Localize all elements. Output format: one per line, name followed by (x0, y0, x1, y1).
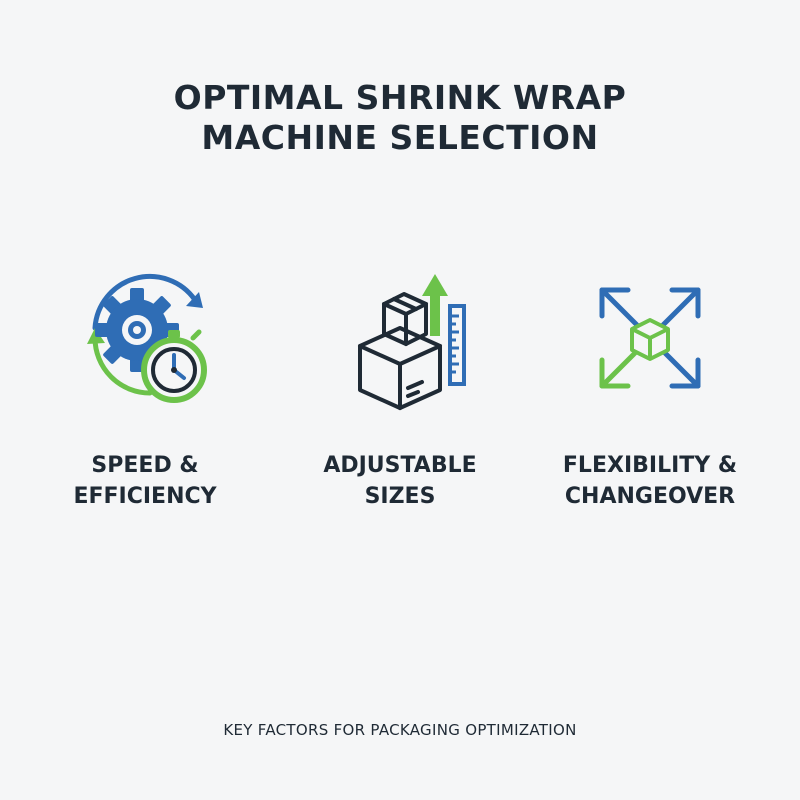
title-line-2: MACHINE SELECTION (201, 118, 599, 157)
factor-label-line-1: ADJUSTABLE (323, 453, 477, 478)
factor-adjustable-sizes: ADJUSTABLE SIZES (290, 258, 510, 512)
factor-label: FLEXIBILITY & CHANGEOVER (540, 450, 760, 512)
boxes-ruler-icon (358, 274, 466, 410)
factor-flexibility-changeover: FLEXIBILITY & CHANGEOVER (540, 258, 760, 512)
factor-speed-efficiency: SPEED & EFFICIENCY (35, 258, 255, 512)
factor-label-line-2: CHANGEOVER (564, 484, 736, 509)
page-title: OPTIMAL SHRINK WRAP MACHINE SELECTION (0, 78, 800, 158)
factor-label-line-1: FLEXIBILITY & (562, 453, 738, 478)
title-line-1: OPTIMAL SHRINK WRAP (173, 78, 627, 117)
factor-label-line-2: EFFICIENCY (73, 484, 217, 509)
expand-arrows-cube-icon (599, 287, 701, 389)
gear-stopwatch-icon (87, 274, 207, 403)
factor-label: ADJUSTABLE SIZES (290, 450, 510, 512)
factor-label-line-1: SPEED & (91, 453, 199, 478)
footer-caption: KEY FACTORS FOR PACKAGING OPTIMIZATION (223, 721, 577, 739)
factor-label: SPEED & EFFICIENCY (35, 450, 255, 512)
factor-label-line-2: SIZES (364, 484, 436, 509)
